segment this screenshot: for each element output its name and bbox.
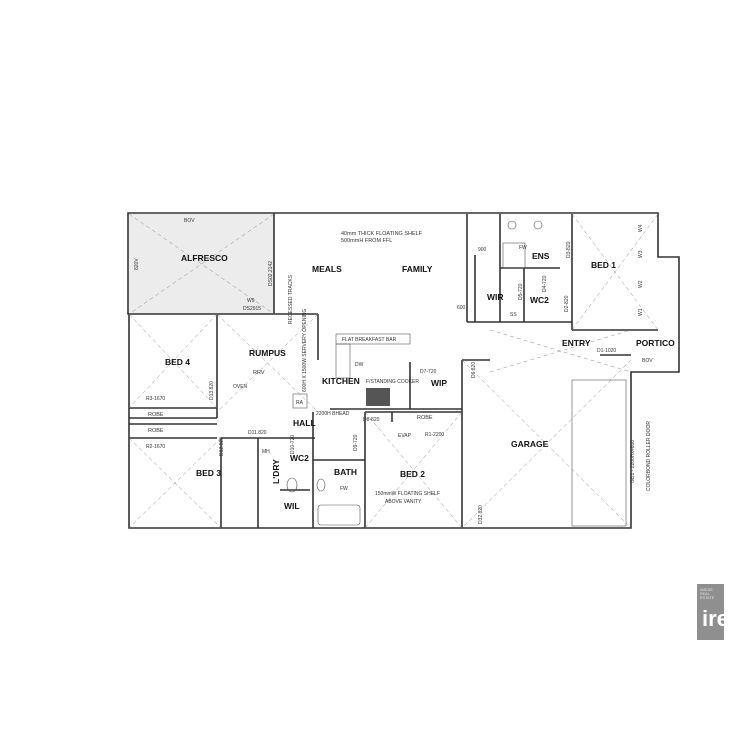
room-wir: WIR — [487, 292, 504, 302]
room-wc2: WC2 — [290, 453, 309, 463]
note-600: 600 — [457, 305, 466, 311]
note-r2: R2-1670 — [146, 444, 165, 450]
note-ds2915: DS2915 — [243, 306, 261, 312]
note-cooker: F/STANDING COOKER — [366, 379, 419, 385]
room-bed4: BED 4 — [165, 357, 190, 367]
note-fw-bath: FW — [340, 486, 348, 492]
cooker-top — [366, 388, 390, 406]
basin-2 — [533, 220, 543, 230]
note-rrv: RRV — [253, 370, 265, 376]
note-bhead: 2200H BHEAD — [316, 411, 350, 417]
note-d11: D11.820 — [248, 430, 267, 436]
note-d10: D10-720 — [290, 435, 296, 454]
ire-logo: INSIDE REAL ESTATE ire — [697, 584, 729, 640]
room-alfresco: ALFRESCO — [181, 253, 228, 263]
room-bath: BATH — [334, 467, 357, 477]
note-shelf-1: 40mm THICK FLOATING SHELF — [341, 231, 423, 237]
note-gd1-1: GD1 - 2200Hx4800 — [630, 440, 636, 483]
toilet-wc2 — [286, 477, 298, 493]
logo-tagline-1: INSIDE — [700, 588, 713, 592]
note-w4: W4 — [638, 224, 644, 232]
room-bed3: BED 3 — [196, 468, 221, 478]
note-d3: D3-820 — [566, 241, 572, 258]
room-hall: HALL — [293, 418, 316, 428]
toilet-bath — [316, 478, 326, 492]
note-d4: D4-720 — [542, 275, 548, 292]
note-bath-shelf-1: 150mmW FLOATING SHELF — [375, 491, 440, 497]
kitchen-bench — [335, 343, 351, 379]
logo-tagline-3: ESTATE — [700, 596, 715, 600]
note-breakfast-bar: FLAT BREAKFAST BAR — [342, 337, 397, 343]
logo-tagline-2: REAL — [700, 592, 710, 596]
note-w9: W9 — [247, 298, 255, 304]
note-d6: D6.820 — [471, 362, 477, 378]
logo-tagline: INSIDE REAL ESTATE — [700, 588, 714, 600]
room-kitchen: KITCHEN — [322, 376, 360, 386]
room-meals: MEALS — [312, 264, 342, 274]
room-entry: ENTRY — [562, 338, 591, 348]
note-bov-portico: BOV — [642, 358, 653, 364]
room-garage: GARAGE — [511, 439, 549, 449]
breakfast-bar — [335, 333, 411, 345]
bath-tub — [317, 504, 361, 526]
note-ss: SS — [510, 312, 517, 318]
outer-walls — [127, 212, 680, 529]
garage-door-outline — [571, 379, 627, 527]
note-r3: R3-1670 — [146, 396, 165, 402]
note-d2: D2-820 — [564, 295, 570, 312]
ceiling-diagonals — [128, 213, 659, 529]
note-bath-shelf-2: ABOVE VANITY — [385, 499, 422, 505]
room-wc2-ens: WC2 — [530, 295, 549, 305]
note-shelf-2: 500mmH FROM FFL — [341, 238, 392, 244]
note-dw: DW — [355, 362, 364, 368]
room-wil: WIL — [284, 501, 300, 511]
note-mh: MH — [262, 449, 270, 455]
note-bov-top: BOV — [184, 218, 195, 224]
room-bed1: BED 1 — [591, 260, 616, 270]
room-portico: PORTICO — [636, 338, 675, 348]
note-robe-3: ROBE — [417, 415, 433, 421]
note-door-sliding: DS02.2142 — [268, 261, 274, 286]
note-d32: D32.820 — [478, 505, 484, 524]
note-recessed-tracks: RECESSED TRACKS — [288, 274, 294, 324]
note-d9: D9-720 — [353, 434, 359, 451]
room-ldry: L'DRY — [271, 459, 281, 484]
room-bed2: BED 2 — [400, 469, 425, 479]
note-oven: OVEN — [233, 384, 248, 390]
note-evap: EVAP — [398, 433, 412, 439]
note-r1: R1-2200 — [425, 432, 444, 438]
basin-1 — [507, 220, 517, 230]
note-w1: W1 — [638, 308, 644, 316]
note-d5: D5-720 — [518, 283, 524, 300]
note-d13: D13.820 — [209, 381, 215, 400]
shower-ens — [502, 242, 526, 269]
note-900: 900 — [478, 247, 487, 253]
note-w3: W3 — [638, 250, 644, 258]
note-d1: D1-1020 — [597, 348, 616, 354]
note-robe-1: ROBE — [148, 412, 164, 418]
note-robe-2: ROBE — [148, 428, 164, 434]
note-ra: RA — [296, 400, 304, 406]
room-family: FAMILY — [402, 264, 433, 274]
note-gd1-2: COLORBOND ROLLER DOOR — [646, 421, 652, 491]
note-alfresco-side: 820V — [134, 258, 140, 270]
ra-box — [292, 393, 308, 409]
note-d12: D12.820 — [219, 437, 225, 456]
room-wip: WIP — [431, 378, 447, 388]
room-ens: ENS — [532, 251, 550, 261]
note-servery: 600H X 1500W SERVERY OPENING — [302, 309, 308, 392]
note-d7: D7-720 — [420, 369, 437, 375]
note-fw-ens: FW — [519, 245, 527, 251]
note-d8: D8-820 — [363, 417, 380, 423]
interior-walls — [129, 214, 658, 528]
logo-mark: ire — [702, 606, 729, 631]
note-w2: W2 — [638, 280, 644, 288]
room-rumpus: RUMPUS — [249, 348, 286, 358]
